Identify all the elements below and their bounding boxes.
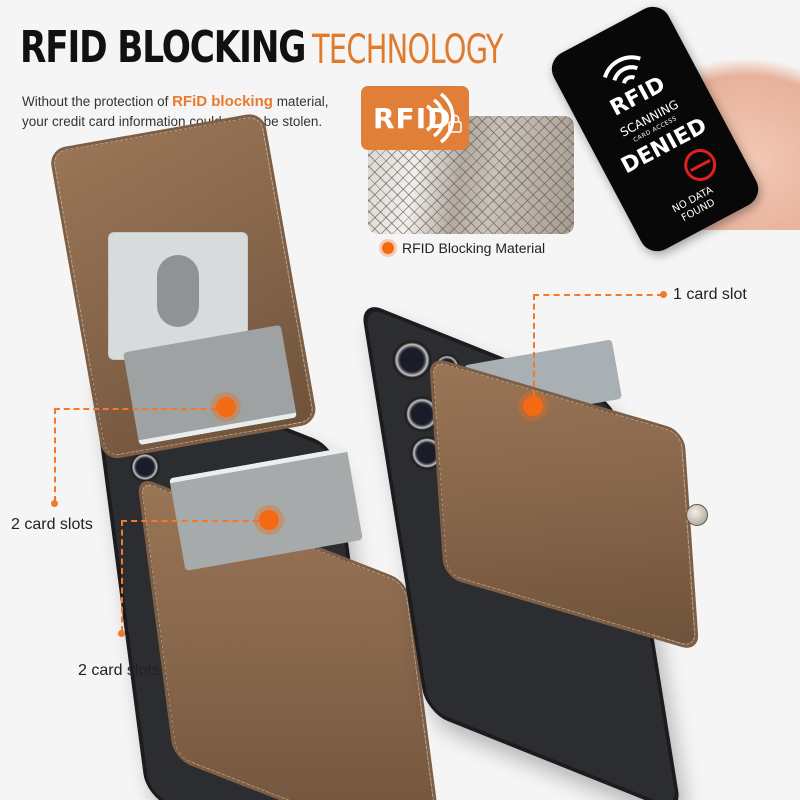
callout-dot-icon (523, 396, 543, 416)
prohibited-icon (678, 143, 722, 187)
camera-lens-icon (392, 340, 432, 380)
rfid-badge: RFID (361, 86, 469, 150)
wireless-lock-icon (425, 92, 462, 144)
id-window (108, 232, 248, 360)
snap-button-icon (686, 504, 708, 526)
id-window-oval (157, 255, 199, 327)
material-label-text: RFID Blocking Material (402, 240, 546, 256)
callout-line (121, 520, 123, 632)
callout-dot-icon (259, 510, 279, 530)
title-bold: RFID BLOCKING (20, 22, 306, 73)
material-label: RFID Blocking Material (382, 240, 545, 256)
callout-dot-icon (216, 397, 236, 417)
callout-line (54, 408, 56, 502)
callout-end-dot (660, 291, 667, 298)
callout-end-dot (51, 500, 58, 507)
description: Without the protection of RFiD blocking … (22, 92, 328, 132)
callout-label: 2 card slots (78, 662, 160, 679)
bullet-dot-icon (382, 242, 394, 254)
desc-suffix: material, (272, 94, 329, 109)
desc-highlight: RFiD blocking (172, 93, 273, 110)
rfid-badge-text: RFID (373, 102, 452, 135)
callout-end-dot (118, 630, 125, 637)
title-light: TECHNOLOGY (312, 27, 503, 73)
camera-lens-icon (130, 452, 160, 482)
callout-label: 1 card slot (673, 286, 747, 303)
page-title: RFID BLOCKING TECHNOLOGY (20, 22, 503, 73)
scanner-phone: RFID SCANNING CARD ACCESS DENIED NO DATA… (545, 0, 765, 258)
callout-line (533, 294, 663, 296)
callout-label: 2 card slots (11, 516, 93, 533)
desc-line2: your credit card information could easil… (22, 114, 323, 129)
desc-prefix: Without the protection of (22, 94, 173, 109)
callout-line (54, 408, 226, 410)
wireless-signal-icon (603, 55, 641, 84)
callout-line (533, 294, 535, 406)
callout-line (121, 520, 269, 522)
